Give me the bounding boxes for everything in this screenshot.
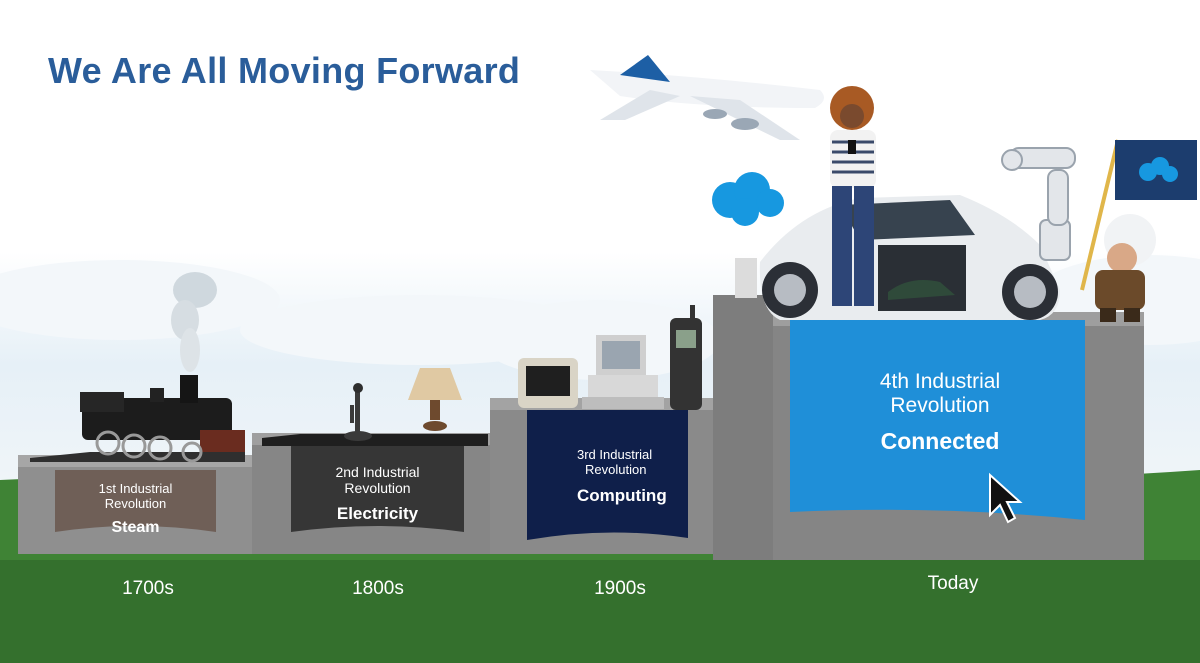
woman-with-phone-icon	[830, 86, 876, 306]
step-computing-line2: Revolution	[585, 461, 647, 477]
step-computing-label: 3rd Industrial Revolution Computing	[527, 447, 712, 505]
sports-car-icon	[759, 195, 1060, 320]
desktop-computer-icon	[518, 335, 664, 409]
step-electricity-line2: Revolution	[344, 480, 411, 497]
era-1900s: 1900s	[594, 578, 646, 599]
step-computing-line1: 3rd Industrial	[577, 447, 653, 462]
era-1700s: 1700s	[122, 578, 174, 599]
step-computing-name: Computing	[577, 485, 667, 505]
robot-arm-icon	[1001, 147, 1076, 261]
step-steam-line1: 1st Industrial	[98, 481, 173, 496]
step-electricity-line1: 2nd Industrial	[335, 464, 420, 480]
cloud-logo-icon	[712, 172, 784, 226]
mobile-phone-icon	[670, 305, 702, 410]
table-lamp-icon	[408, 368, 462, 431]
step-connected-label: 4th Industrial Revolution Connected	[860, 370, 1020, 455]
step-electricity-label: 2nd Industrial Revolution Electricity	[291, 464, 464, 524]
banner-steam	[55, 470, 216, 532]
step-steam-name: Steam	[111, 518, 160, 536]
step-connected-line1: 4th Industrial	[879, 370, 1001, 393]
era-today: Today	[927, 573, 979, 594]
banner-electricity	[291, 446, 464, 532]
era-1800s: 1800s	[352, 578, 404, 599]
mouse-cursor-icon	[989, 472, 1023, 524]
step-connected-line2: Revolution	[890, 394, 990, 418]
step-steam-line2: Revolution	[104, 495, 167, 511]
candlestick-phone-icon	[344, 383, 372, 441]
steam-train-icon	[80, 272, 245, 463]
mascot-with-flag-icon	[1080, 139, 1197, 322]
banner-connected	[790, 320, 1085, 520]
sneaker-icon	[888, 279, 955, 300]
step-connected-name: Connected	[880, 428, 1000, 455]
step-steam-label: 1st Industrial Revolution Steam	[55, 481, 216, 537]
airplane-icon	[590, 55, 824, 140]
slide-title: We Are All Moving Forward	[48, 50, 521, 91]
step-electricity-name: Electricity	[336, 504, 419, 524]
banner-computing	[527, 410, 688, 540]
